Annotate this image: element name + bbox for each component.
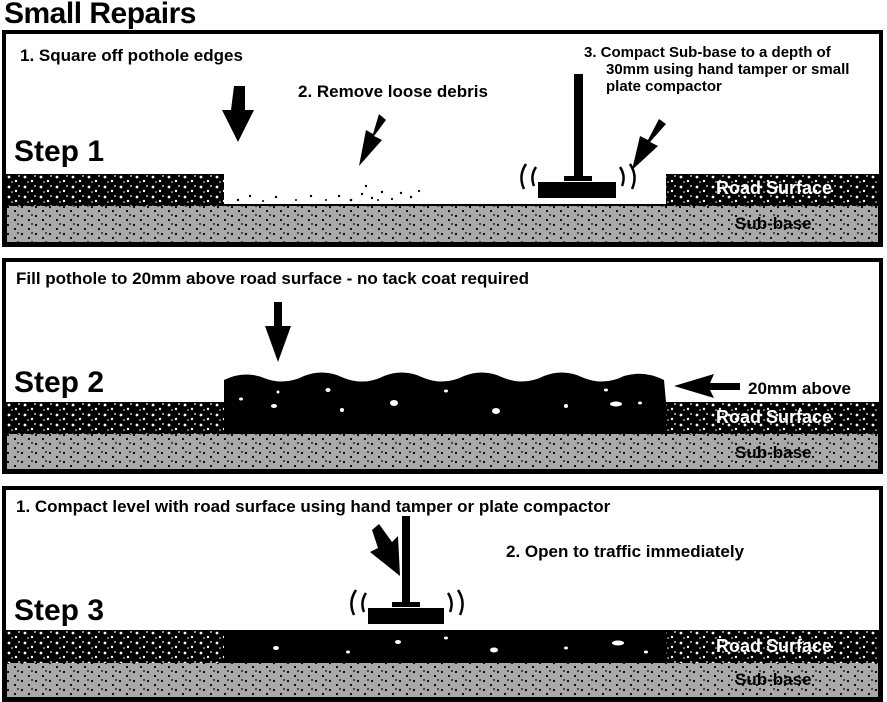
- instruction-compact-subbase: 3. Compact Sub-base to a depth of 30mm u…: [584, 44, 849, 95]
- road-surface-right: [666, 174, 879, 206]
- pothole-fill: [224, 372, 666, 434]
- step-1-label: Step 1: [14, 135, 105, 168]
- arrow-compact-subbase: [632, 119, 666, 170]
- loose-debris: [236, 184, 421, 202]
- step-3-panel: 1. Compact level with road surface using…: [2, 486, 883, 702]
- road-surface-label: Road Surface: [716, 407, 833, 427]
- sub-base-layer: [6, 661, 879, 698]
- sub-base-label: Sub-base: [735, 214, 812, 233]
- above-20mm-label: 20mm above: [748, 379, 851, 398]
- step-3-label: Step 3: [14, 594, 105, 627]
- instruction-compact-level: 1. Compact level with road surface using…: [16, 497, 611, 516]
- road-surface-label: Road Surface: [716, 178, 833, 198]
- step-2-panel: Fill pothole to 20mm above road surface …: [2, 258, 883, 474]
- instruction-square-edges: 1. Square off pothole edges: [20, 46, 243, 65]
- compacted-aggregate: [273, 636, 648, 654]
- arrow-20mm-above: [674, 374, 740, 398]
- step-1-panel: 1. Square off pothole edges 2. Remove lo…: [2, 30, 883, 247]
- page-title: Small Repairs: [4, 0, 196, 30]
- road-surface-label: Road Surface: [716, 636, 833, 656]
- instruction-remove-debris: 2. Remove loose debris: [298, 82, 488, 101]
- step-2-illustration: [6, 302, 879, 470]
- arrow-square-edges: [222, 86, 254, 142]
- road-surface-left: [6, 630, 224, 663]
- compacted-fill: [224, 630, 666, 663]
- arrow-fill-pothole: [265, 302, 291, 362]
- sub-base-layer: [6, 204, 879, 243]
- tamper-handle: [402, 516, 410, 604]
- road-surface-right: [666, 630, 879, 663]
- arrow-remove-debris: [359, 114, 386, 166]
- arrow-compact-level: [370, 524, 400, 576]
- road-surface-left: [6, 402, 224, 434]
- instruction-open-traffic: 2. Open to traffic immediately: [506, 542, 745, 561]
- sub-base-label: Sub-base: [735, 670, 812, 689]
- instruction-fill-pothole: Fill pothole to 20mm above road surface …: [16, 269, 529, 288]
- instruction-compact-line-1: 3. Compact Sub-base to a depth of: [584, 44, 831, 61]
- step-1-illustration: [6, 74, 879, 243]
- sub-base-label: Sub-base: [735, 443, 812, 462]
- instruction-compact-line-2: 30mm using hand tamper or small: [606, 61, 850, 78]
- fill-aggregate: [239, 388, 642, 414]
- road-surface-right: [666, 402, 879, 434]
- step-2-label: Step 2: [14, 366, 105, 399]
- tamper-plate: [538, 182, 616, 198]
- road-surface-left: [6, 174, 224, 206]
- tamper-handle: [574, 74, 583, 178]
- step-3-illustration: [6, 516, 879, 698]
- instruction-compact-line-3: plate compactor: [606, 78, 722, 95]
- tamper-plate: [368, 608, 444, 624]
